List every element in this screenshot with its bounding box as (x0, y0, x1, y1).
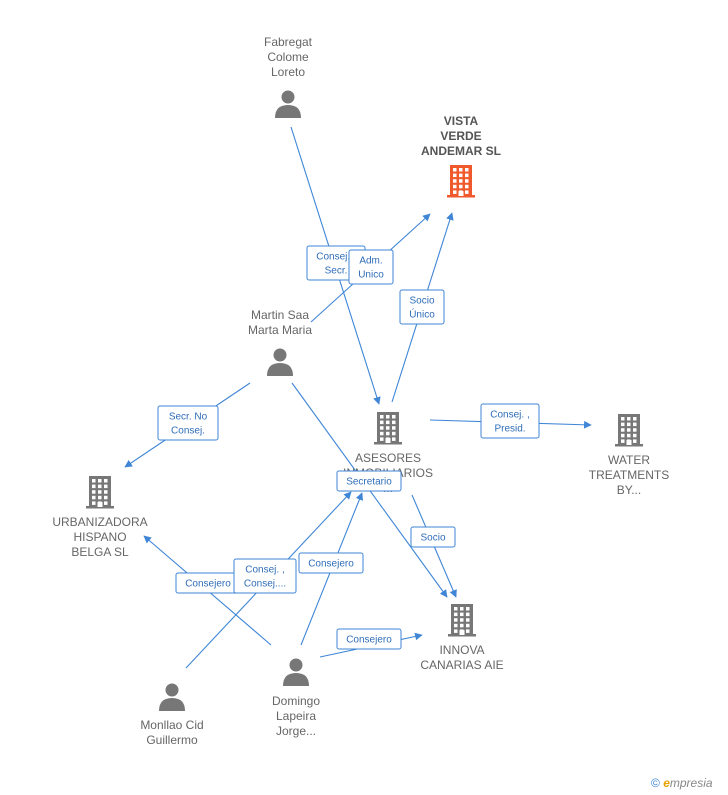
node-label: ANDEMAR SL (421, 144, 501, 158)
edge-label-box (157, 405, 219, 441)
node-water[interactable]: WATERTREATMENTSBY... (589, 414, 669, 497)
edge-label-martin-innova[interactable]: Secretario (336, 470, 402, 492)
edge-label-box (336, 628, 402, 650)
edge-label-text: Consej.... (244, 579, 286, 590)
node-label: Fabregat (264, 35, 313, 49)
edge-label-box (399, 289, 445, 325)
edge-label-box (336, 470, 402, 492)
person-icon (283, 658, 309, 686)
building-icon (86, 476, 114, 509)
copyright-symbol: © (651, 776, 660, 790)
edge-label-text: Consej. , (245, 565, 284, 576)
node-label: Lapeira (276, 709, 316, 723)
node-label: HISPANO (73, 530, 126, 544)
watermark: © empresia (651, 776, 713, 790)
building-icon (374, 412, 402, 445)
person-icon (275, 90, 301, 118)
building-icon (615, 414, 643, 447)
node-label: Loreto (271, 65, 305, 79)
brand-logo[interactable]: empresia (663, 776, 713, 790)
edge-label-text: Consejero (346, 635, 392, 646)
edge-label-box (348, 249, 394, 285)
edge-label-text: Consejero (308, 559, 354, 570)
node-label: Domingo (272, 694, 320, 708)
node-label: INNOVA (439, 643, 484, 657)
edge-label-text: Adm. (359, 256, 382, 267)
edge-label-text: Secr. (325, 266, 348, 277)
edge-label-text: Consej. , (490, 410, 529, 421)
node-label: BELGA SL (71, 545, 129, 559)
edge-label-text: Consejero (185, 579, 231, 590)
node-label: TREATMENTS (589, 468, 669, 482)
edge-label-text: Presid. (494, 424, 525, 435)
node-label: BY... (617, 483, 641, 497)
edge-label-asesores-water[interactable]: Consej. , Presid. (480, 403, 540, 439)
edge-label-box (480, 403, 540, 439)
edge-label-asesores-innova[interactable]: Socio (410, 526, 456, 548)
edge-label-text: Secretario (346, 477, 392, 488)
edge-label-text: Consej. (171, 426, 205, 437)
node-label: URBANIZADORA (52, 515, 147, 529)
edge-label-box (233, 558, 297, 594)
person-icon (159, 683, 185, 711)
node-label: Monllao Cid (140, 718, 203, 732)
edge-label-domingo-urbanizadora[interactable]: Consejero (175, 572, 241, 594)
node-label: CANARIAS AIE (420, 658, 503, 672)
building-icon (448, 604, 476, 637)
edge-label-martin-urbanizadora[interactable]: Secr. No Consej. (157, 405, 219, 441)
edge-label-domingo-innova[interactable]: Consejero (336, 628, 402, 650)
node-label: ASESORES (355, 451, 421, 465)
edge-label-text: Único (409, 308, 435, 321)
edge-label-box (298, 552, 364, 574)
node-domingo[interactable]: DomingoLapeiraJorge... (272, 658, 320, 739)
node-label: Colome (267, 50, 309, 64)
node-label: Martin Saa (251, 308, 309, 322)
edge-label-domingo-asesores[interactable]: Consejero (298, 552, 364, 574)
edge-label-monllao-asesores[interactable]: Consej. , Consej.... (233, 558, 297, 594)
node-label: VISTA (444, 114, 479, 128)
edge-label-text: Socio (420, 533, 445, 544)
node-label: WATER (608, 453, 650, 467)
edge-label-martin-vista[interactable]: Adm. Unico (348, 249, 394, 285)
edge-label-text: Secr. No (169, 412, 208, 423)
edge-label-text: Socio (409, 296, 434, 307)
node-label: Jorge... (276, 724, 316, 738)
edge-label-text: Unico (358, 270, 384, 281)
person-icon (267, 348, 293, 376)
edge-label-text: Consej. , (316, 252, 355, 263)
node-label: Marta Maria (248, 323, 312, 337)
node-label: Guillermo (146, 733, 198, 747)
node-label: VERDE (440, 129, 481, 143)
edge-label-box (410, 526, 456, 548)
building-icon (447, 165, 475, 198)
